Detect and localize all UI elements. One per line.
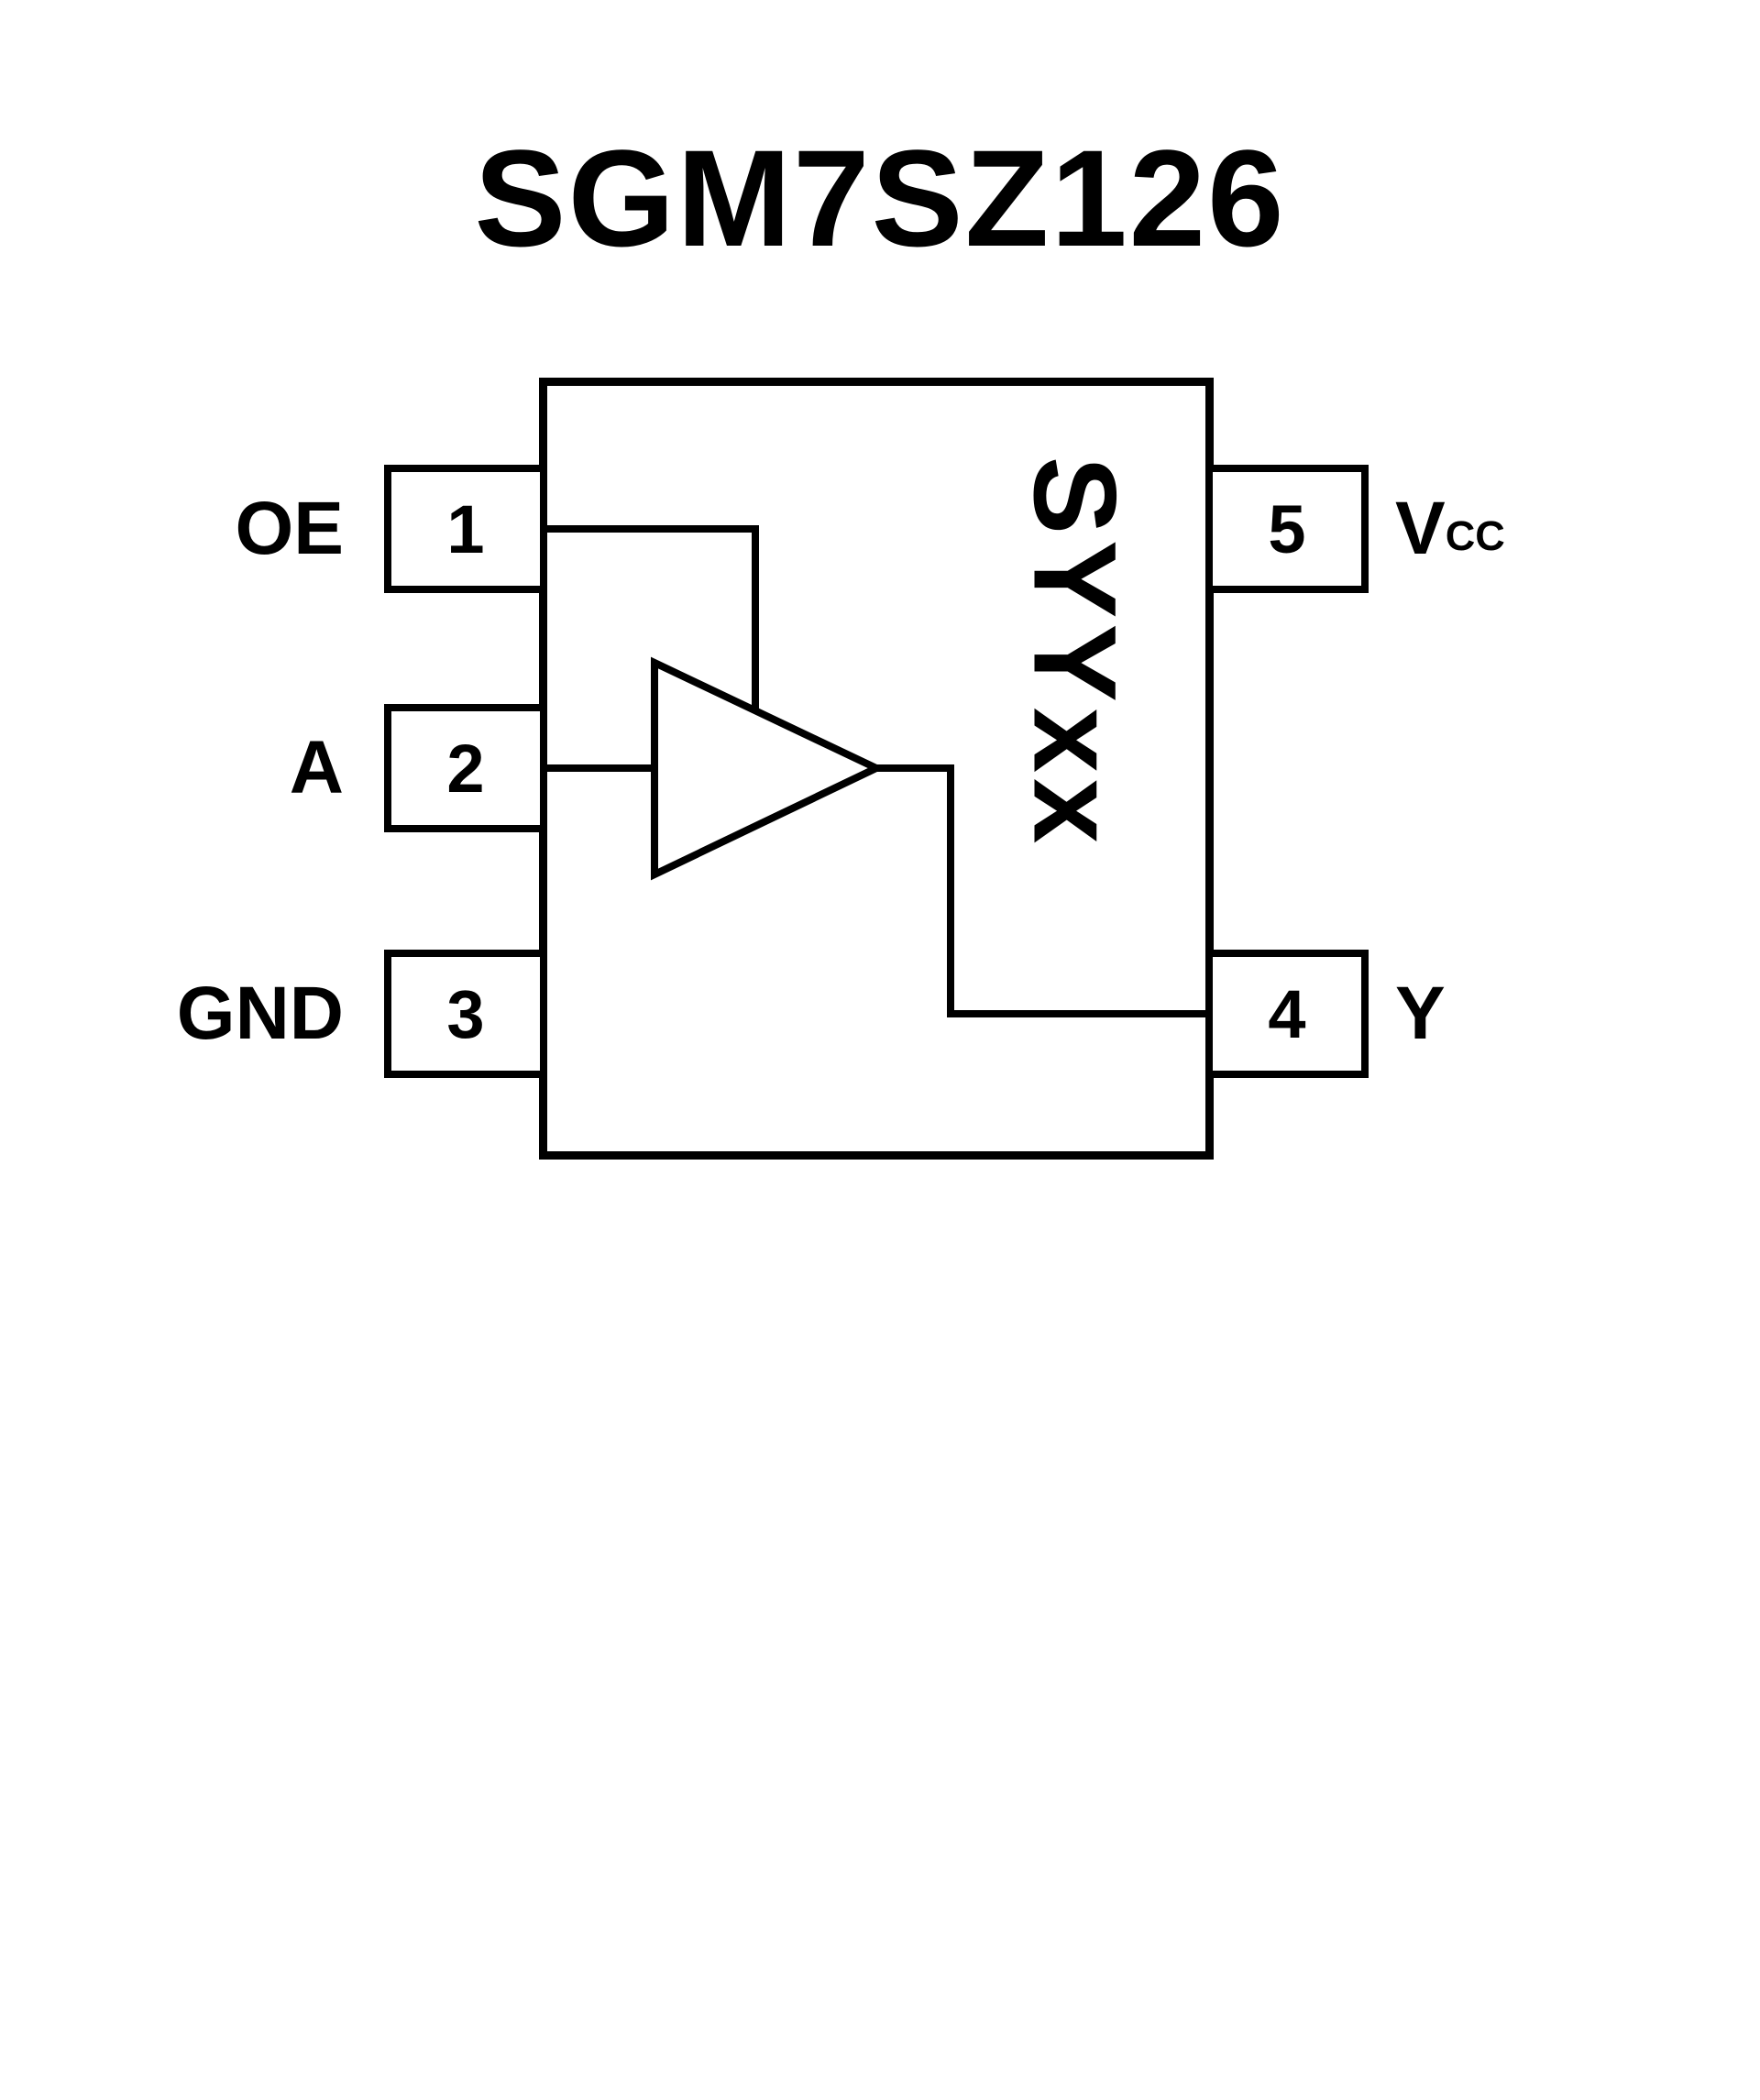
pin-4-label-text: Y: [1395, 972, 1446, 1055]
buffer-triangle: [651, 656, 886, 881]
pin-3-label-text: GND: [176, 972, 344, 1055]
pin-4-label: Y: [1395, 950, 1698, 1078]
pin-4-box: 4: [1205, 950, 1369, 1078]
pin-5-number: 5: [1268, 490, 1306, 567]
pin-3-box: 3: [384, 950, 547, 1078]
part-number-title: SGM7SZ126: [474, 121, 1286, 275]
pin-1-box: 1: [384, 465, 547, 593]
pin-5-label-subscript: CC: [1445, 512, 1505, 560]
oe-wire: [543, 525, 759, 724]
pin-1-label-text: OE: [235, 487, 344, 570]
pin-2-box: 2: [384, 704, 547, 832]
pin-2-number: 2: [446, 730, 485, 807]
output-wire: [873, 764, 1210, 1017]
pin-2-label-text: A: [289, 726, 344, 809]
pin-4-number: 4: [1268, 975, 1306, 1052]
pin-1-number: 1: [446, 490, 485, 567]
pin-5-box: 5: [1205, 465, 1369, 593]
pin-3-number: 3: [446, 975, 485, 1052]
chip-marking-text: SYYxx: [1008, 456, 1140, 850]
pin-5-label-text: V: [1395, 487, 1446, 570]
pin-3-label: GND: [110, 950, 344, 1078]
pin-2-label: A: [110, 704, 344, 832]
pin-1-label: OE: [110, 465, 344, 593]
